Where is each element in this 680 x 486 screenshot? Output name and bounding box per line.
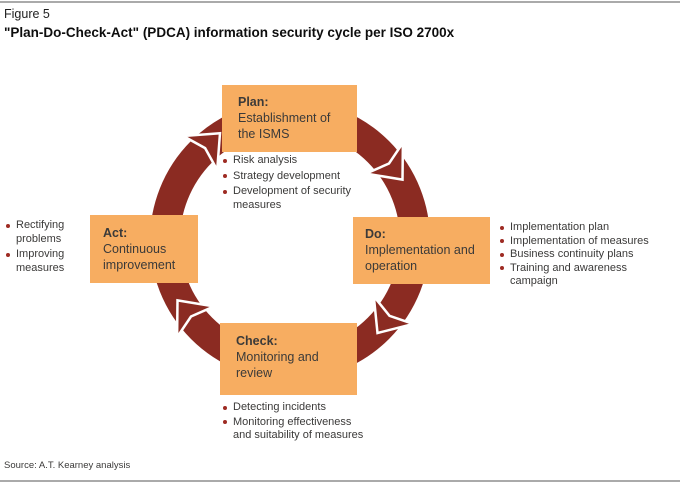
bullet-item: Business continuity plans	[499, 248, 649, 262]
arrow-plan-to-do-icon	[361, 138, 405, 182]
check-heading: Check:	[236, 334, 278, 348]
check-body: Monitoring and review	[236, 350, 319, 380]
do-box: Do: Implementation and operation	[353, 217, 490, 284]
do-body: Implementation and operation	[365, 243, 475, 273]
bullet-item: Development of security measures	[222, 185, 372, 212]
source-note: Source: A.T. Kearney analysis	[4, 460, 131, 471]
bullet-item: Implementation plan	[499, 221, 649, 235]
arrow-do-to-check-icon	[372, 292, 418, 335]
bullet-item: Detecting incidents	[222, 401, 364, 415]
bullet-item: Implementation of measures	[499, 235, 649, 249]
arrow-act-to-plan-icon	[178, 131, 222, 175]
do-heading: Do:	[365, 227, 386, 241]
bullet-item: Strategy development	[222, 170, 372, 184]
plan-box: Plan: Establishment of the ISMS	[222, 85, 357, 152]
bullet-item: Risk analysis	[222, 154, 372, 168]
act-box: Act: Continuous improvement	[90, 215, 198, 283]
bottom-rule	[0, 480, 680, 482]
bullet-item: Training and awareness campaign	[499, 262, 649, 289]
bullet-item: Monitoring effectiveness and suitability…	[222, 416, 364, 443]
plan-body: Establishment of the ISMS	[238, 111, 331, 141]
top-rule	[0, 1, 680, 3]
bullet-item: Improving measures	[5, 248, 89, 275]
arrow-check-to-act-icon	[175, 298, 219, 342]
act-body: Continuous improvement	[103, 242, 176, 272]
figure-label: Figure 5	[4, 7, 50, 21]
bullet-item: Rectifying problems	[5, 219, 89, 246]
figure-title: "Plan-Do-Check-Act" (PDCA) information s…	[4, 25, 455, 40]
act-heading: Act:	[103, 226, 128, 240]
check-box: Check: Monitoring and review	[220, 323, 357, 395]
plan-heading: Plan:	[238, 95, 269, 109]
